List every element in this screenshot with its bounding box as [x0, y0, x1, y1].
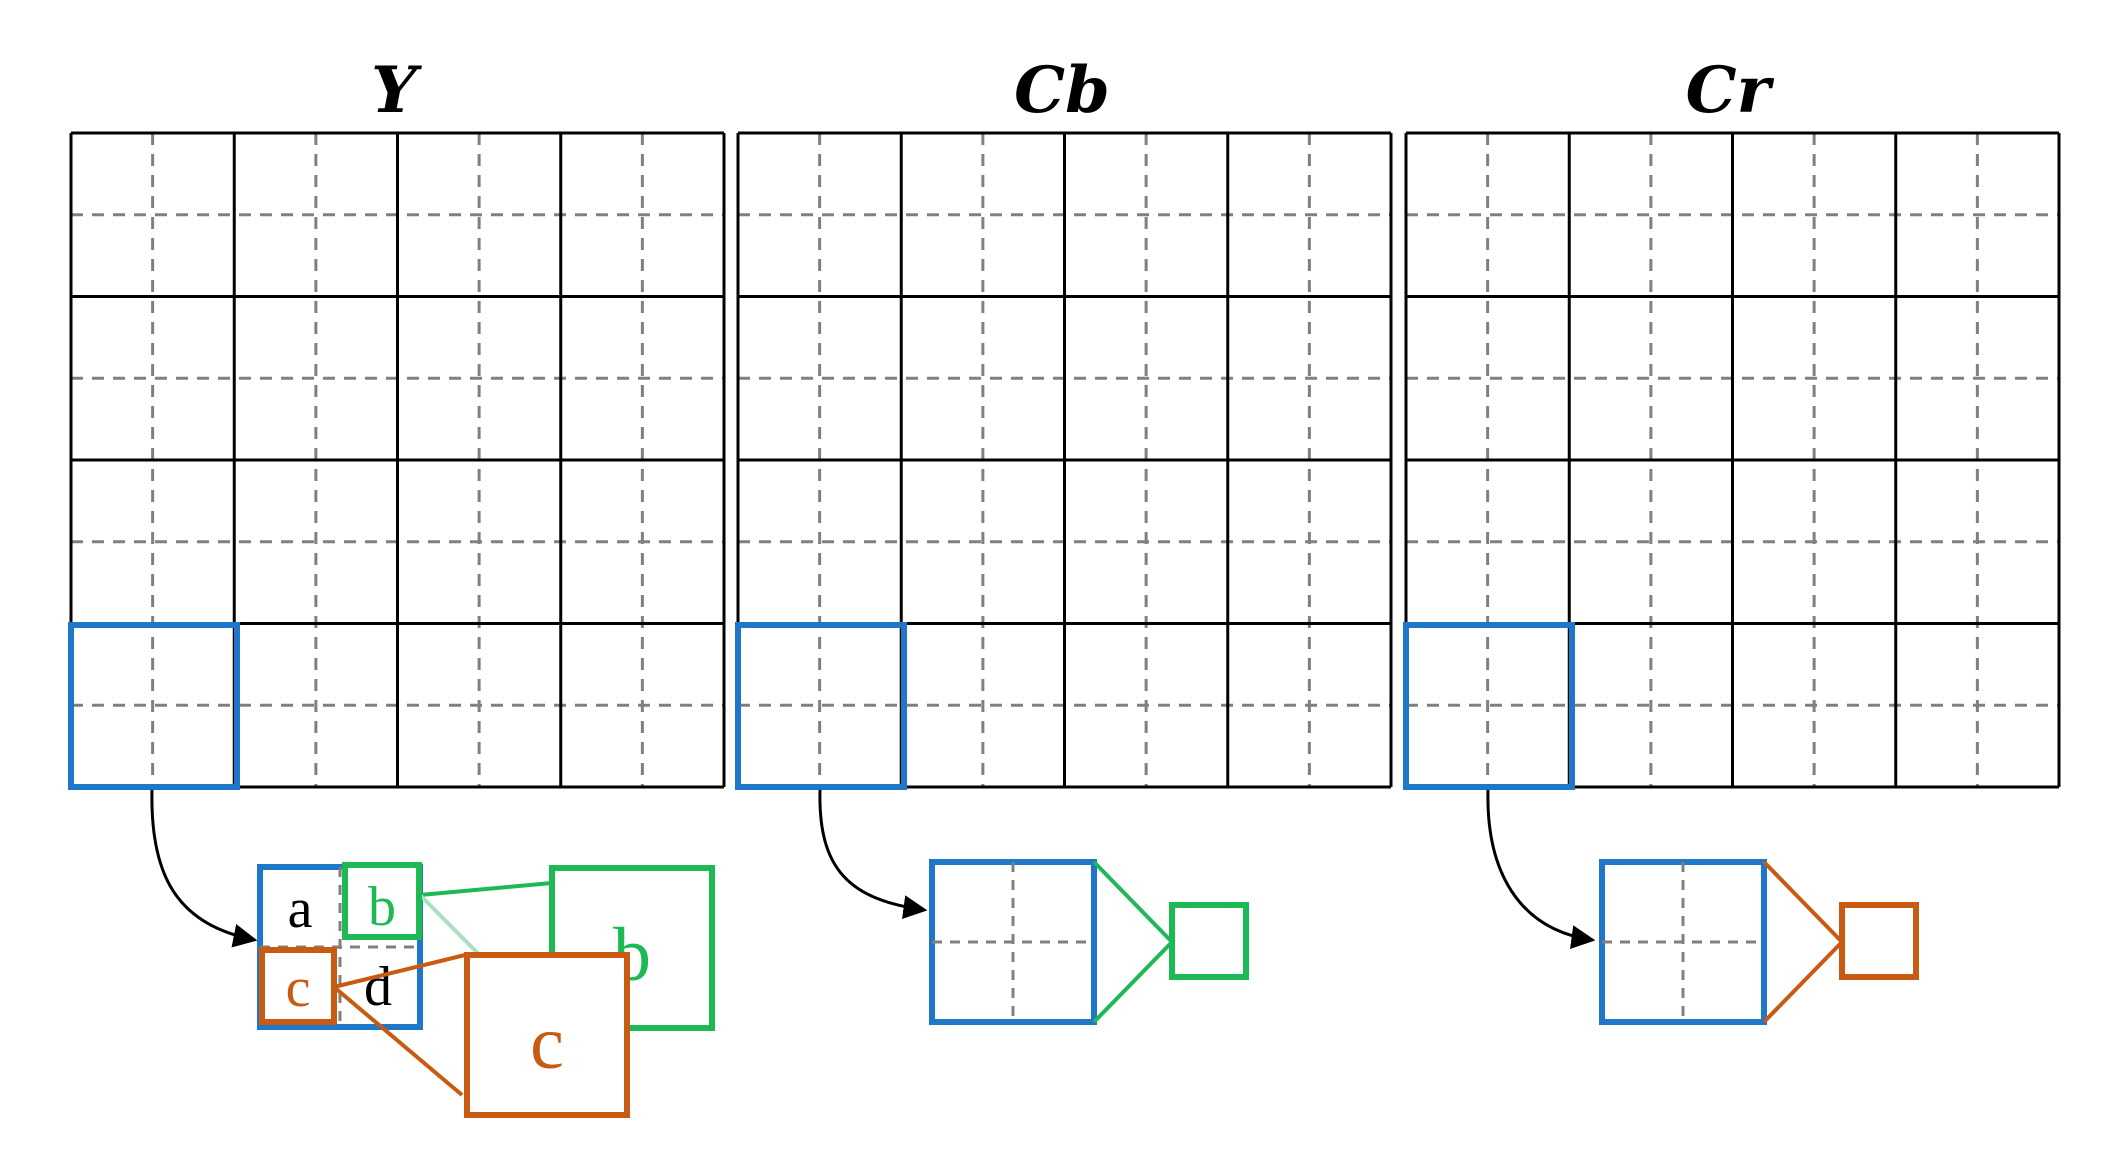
y-zoom-arrow	[150, 789, 258, 948]
zoomed-c-box: c	[464, 952, 630, 1118]
y-highlight-block	[68, 622, 240, 790]
label-c: c	[286, 957, 311, 1019]
label-d: d	[364, 956, 392, 1018]
b-cell-box	[342, 862, 422, 940]
b-connector-top	[419, 881, 553, 897]
c-connector-bottom	[332, 985, 464, 1097]
label-b: b	[368, 876, 396, 938]
cr-highlight-block	[1403, 622, 1575, 790]
title-y: Y	[371, 53, 422, 128]
cb-zoom-arrow	[818, 789, 928, 920]
c-cell-box	[259, 947, 337, 1025]
cb-channel-grid	[736, 131, 1393, 789]
title-cb: Cb	[1014, 53, 1110, 128]
cr-zoomed-block	[1599, 859, 1919, 1025]
cb-zoomed-block	[929, 859, 1249, 1025]
cr-channel-grid	[1404, 131, 2061, 789]
y-channel-grid	[69, 131, 726, 789]
title-cr: Cr	[1686, 53, 1775, 128]
cr-zoom-arrow	[1486, 789, 1596, 950]
cr-subsampled-sample	[1839, 902, 1919, 980]
cb-subsampled-sample	[1169, 902, 1249, 980]
zoom-label-c: c	[530, 1001, 564, 1085]
label-a: a	[288, 878, 313, 940]
c-connector-top	[333, 953, 466, 989]
cb-highlight-block	[735, 622, 907, 790]
